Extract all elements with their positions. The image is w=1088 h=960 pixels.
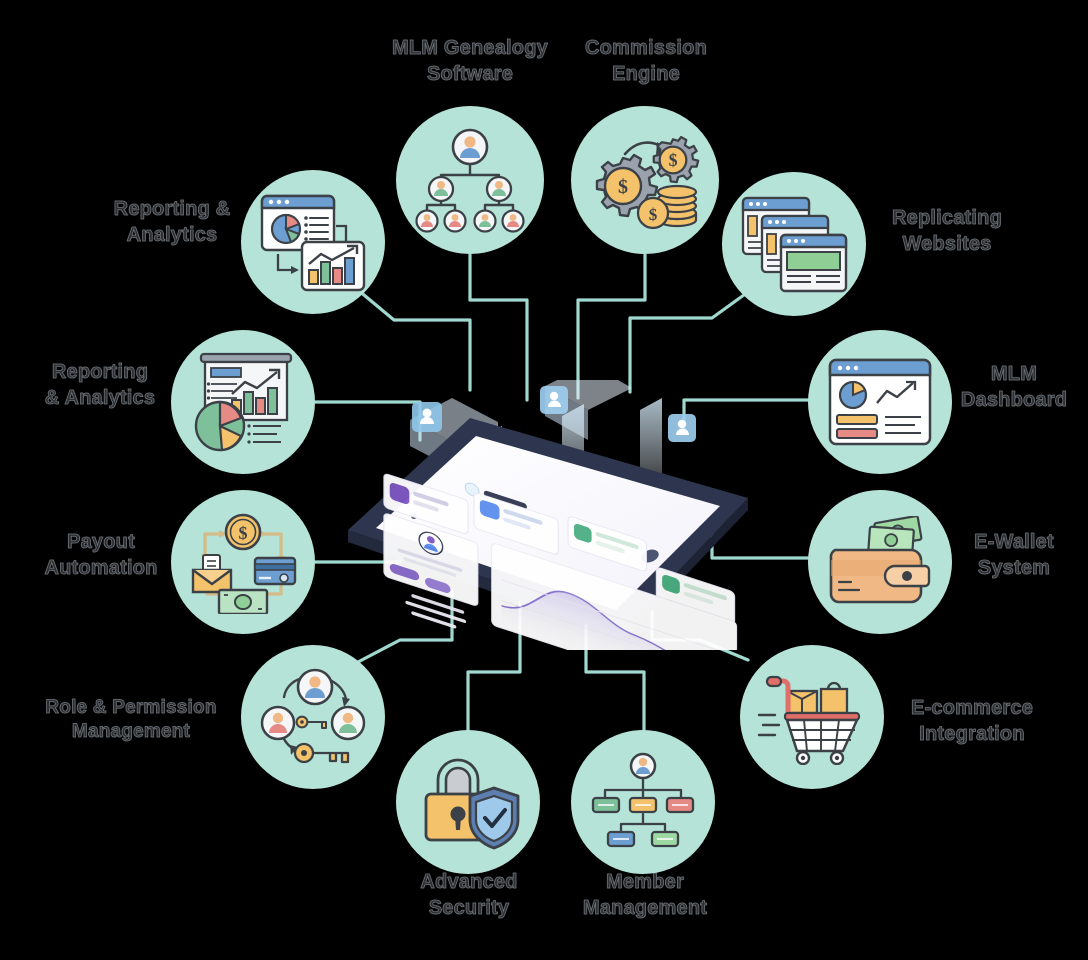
users-keys-icon	[260, 668, 366, 764]
dashboard-window-icon	[828, 358, 932, 446]
feature-bubble-member-management[interactable]	[571, 730, 715, 874]
feature-label-reporting-analytics-left: Reporting & Analytics	[44, 361, 156, 409]
feature-bubble-e-wallet-system[interactable]	[808, 490, 952, 634]
shopping-cart-icon	[757, 675, 861, 765]
feature-label-e-wallet-system: E-Wallet System	[974, 531, 1054, 579]
feature-bubble-e-commerce-integration[interactable]	[740, 645, 884, 789]
feature-bubble-reporting-analytics-left[interactable]	[171, 330, 315, 474]
org-chart-icon	[591, 752, 695, 848]
page-title: MLM Software Features Wheel	[0, 0, 1, 1]
svg-text:$: $	[649, 205, 658, 224]
feature-label-payout-automation: Payout Automation	[44, 531, 158, 579]
feature-bubble-replicating-websites[interactable]	[722, 172, 866, 316]
padlock-shield-icon	[424, 758, 520, 850]
feature-label-commission-engine: Commission Engine	[584, 37, 708, 85]
feature-bubble-payout-automation[interactable]: $	[171, 490, 315, 634]
feature-bubble-mlm-genealogy-software[interactable]	[396, 106, 544, 254]
gears-money-icon: $ $ $	[595, 135, 700, 230]
genealogy-tree-icon	[415, 128, 525, 233]
feature-label-replicating-websites: Replicating Websites	[892, 207, 1003, 255]
browser-charts-icon	[260, 194, 366, 292]
mlm-dashboard-tablet	[340, 364, 760, 713]
feature-label-mlm-genealogy-software: MLM Genealogy Software	[392, 37, 549, 85]
feature-bubble-mlm-dashboard[interactable]	[808, 330, 952, 474]
feature-bubble-role-permission-management[interactable]	[241, 645, 385, 789]
presentation-chart-icon	[194, 352, 293, 452]
payment-cycle-icon: $	[191, 513, 297, 614]
feature-label-role-permission-management: Role & Permission Management	[45, 697, 217, 743]
feature-label-mlm-dashboard: MLM Dashboard	[960, 363, 1068, 411]
feature-bubble-commission-engine[interactable]: $ $ $	[571, 106, 719, 254]
stacked-windows-icon	[741, 196, 848, 293]
svg-text:$: $	[618, 176, 628, 198]
feature-label-advanced-security: Advanced Security	[420, 871, 518, 919]
feature-bubble-advanced-security[interactable]	[396, 730, 540, 874]
feature-label-reporting-analytics-upper: Reporting & Analytics	[113, 198, 231, 246]
feature-bubble-reporting-analytics-upper[interactable]	[241, 170, 385, 314]
feature-label-e-commerce-integration: E-commerce Integration	[910, 697, 1034, 745]
feature-label-member-management: Member Management	[582, 871, 708, 919]
wallet-cash-icon	[829, 516, 931, 604]
svg-text:$: $	[669, 150, 678, 170]
svg-text:$: $	[239, 523, 248, 543]
